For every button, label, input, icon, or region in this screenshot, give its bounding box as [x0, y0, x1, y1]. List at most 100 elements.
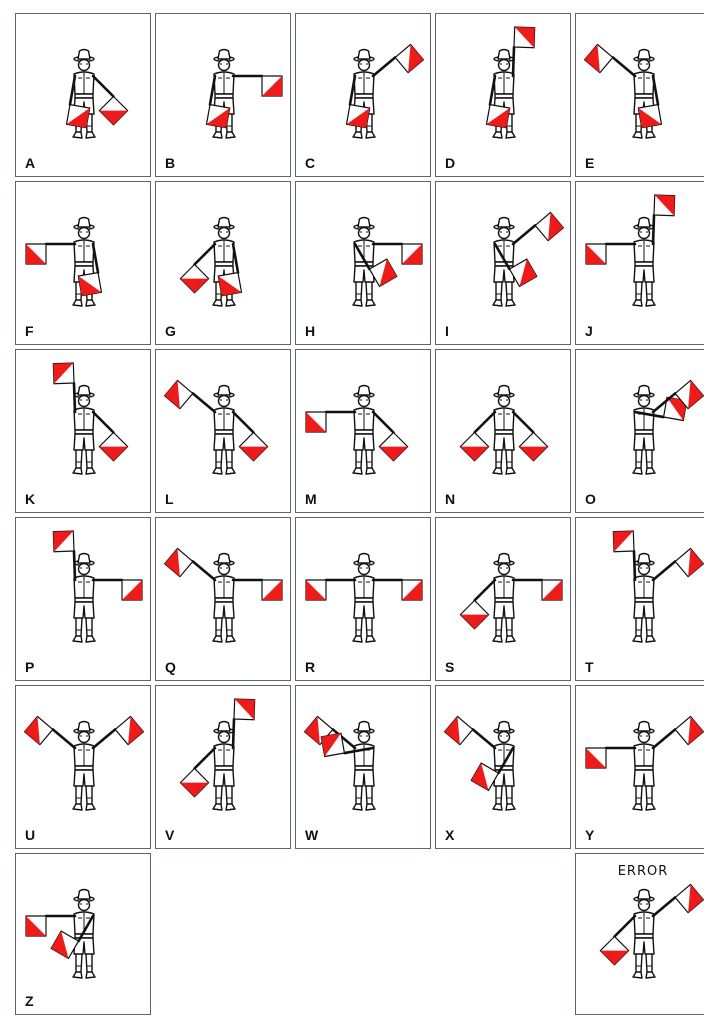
letter-label: A — [25, 155, 35, 171]
left-arm-flag — [53, 531, 75, 580]
left-arm-flag — [180, 748, 215, 797]
left-arm-flag — [460, 580, 495, 629]
right-arm-flag — [513, 412, 548, 461]
semaphore-cell: E — [575, 13, 704, 177]
semaphore-figure-image — [576, 350, 704, 513]
left-arm-flag — [53, 363, 75, 412]
letter-label: P — [25, 659, 34, 675]
signaller-figure — [633, 386, 655, 475]
right-arm-flag — [93, 412, 128, 461]
semaphore-cell: M — [295, 349, 431, 513]
signaller-figure — [73, 554, 95, 643]
letter-label: D — [445, 155, 455, 171]
signaller-figure — [633, 554, 655, 643]
right-arm-flag — [513, 213, 563, 245]
semaphore-cell: K — [15, 349, 151, 513]
letter-label: O — [585, 491, 596, 507]
letter-label: T — [585, 659, 594, 675]
semaphore-figure-image — [156, 182, 291, 345]
semaphore-cell: A — [15, 13, 151, 177]
empty-cell — [435, 853, 571, 1015]
letter-label: S — [445, 659, 454, 675]
semaphore-cell: B — [155, 13, 291, 177]
semaphore-figure-image — [576, 14, 704, 177]
semaphore-figure-image — [156, 350, 291, 513]
letter-label: G — [165, 323, 176, 339]
left-arm-flag — [586, 244, 635, 264]
error-label: ERROR — [576, 864, 704, 879]
semaphore-cell: ERROR — [575, 853, 704, 1015]
left-arm-flag — [26, 916, 75, 936]
right-arm-flag — [653, 195, 675, 244]
right-arm-flag — [233, 580, 282, 600]
signaller-figure — [213, 386, 235, 475]
letter-label: N — [445, 491, 455, 507]
semaphore-cell: D — [435, 13, 571, 177]
semaphore-cell: R — [295, 517, 431, 681]
semaphore-figure-image — [16, 182, 151, 345]
left-arm-flag — [165, 381, 215, 413]
semaphore-figure-image — [16, 350, 151, 513]
signaller-figure — [493, 554, 515, 643]
semaphore-figure-image — [16, 518, 151, 681]
right-arm-flag — [373, 580, 422, 600]
left-arm-flag — [445, 717, 495, 749]
letter-label: B — [165, 155, 175, 171]
semaphore-figure-image — [296, 350, 431, 513]
semaphore-cell: O — [575, 349, 704, 513]
right-arm-flag — [93, 717, 143, 749]
semaphore-figure-image — [156, 518, 291, 681]
letter-label: I — [445, 323, 449, 339]
right-arm-flag — [653, 885, 703, 917]
letter-label: L — [165, 491, 174, 507]
letter-label: E — [585, 155, 594, 171]
semaphore-cell: Z — [15, 853, 151, 1015]
signaller-figure — [213, 722, 235, 811]
left-arm-flag — [460, 412, 495, 461]
semaphore-figure-image — [16, 686, 151, 849]
letter-label: V — [165, 827, 174, 843]
left-arm-flag — [585, 45, 635, 77]
letter-label: J — [585, 323, 593, 339]
signaller-figure — [73, 722, 95, 811]
signaller-figure — [353, 554, 375, 643]
right-arm-flag — [233, 699, 255, 748]
semaphore-figure-image — [576, 686, 704, 849]
semaphore-cell: C — [295, 13, 431, 177]
left-arm-flag — [306, 412, 355, 432]
letter-label: M — [305, 491, 317, 507]
signaller-figure — [353, 386, 375, 475]
letter-label: F — [25, 323, 34, 339]
semaphore-cell: I — [435, 181, 571, 345]
semaphore-figure-image — [576, 518, 704, 681]
letter-label: Q — [165, 659, 176, 675]
semaphore-figure-image — [296, 14, 431, 177]
signaller-figure — [353, 722, 375, 811]
letter-label: X — [445, 827, 454, 843]
right-arm-flag — [93, 76, 128, 125]
right-arm-flag — [373, 244, 422, 264]
left-arm-flag — [613, 531, 635, 580]
semaphore-cell: J — [575, 181, 704, 345]
semaphore-figure-image — [436, 350, 571, 513]
semaphore-figure-image — [156, 14, 291, 177]
letter-label: C — [305, 155, 315, 171]
right-arm-flag — [373, 412, 408, 461]
letter-label: K — [25, 491, 35, 507]
right-arm-flag — [653, 717, 703, 749]
left-arm-flag — [25, 717, 75, 749]
letter-label: Y — [585, 827, 594, 843]
signaller-figure — [213, 554, 235, 643]
signaller-figure — [493, 386, 515, 475]
right-arm-flag — [373, 45, 423, 77]
semaphore-cell: X — [435, 685, 571, 849]
left-arm-flag — [26, 244, 75, 264]
semaphore-figure-image — [436, 518, 571, 681]
semaphore-cell: W — [295, 685, 431, 849]
empty-cell — [155, 853, 291, 1015]
semaphore-figure-image — [436, 14, 571, 177]
semaphore-figure-image — [436, 686, 571, 849]
letter-label: R — [305, 659, 315, 675]
right-arm-flag — [233, 76, 282, 96]
